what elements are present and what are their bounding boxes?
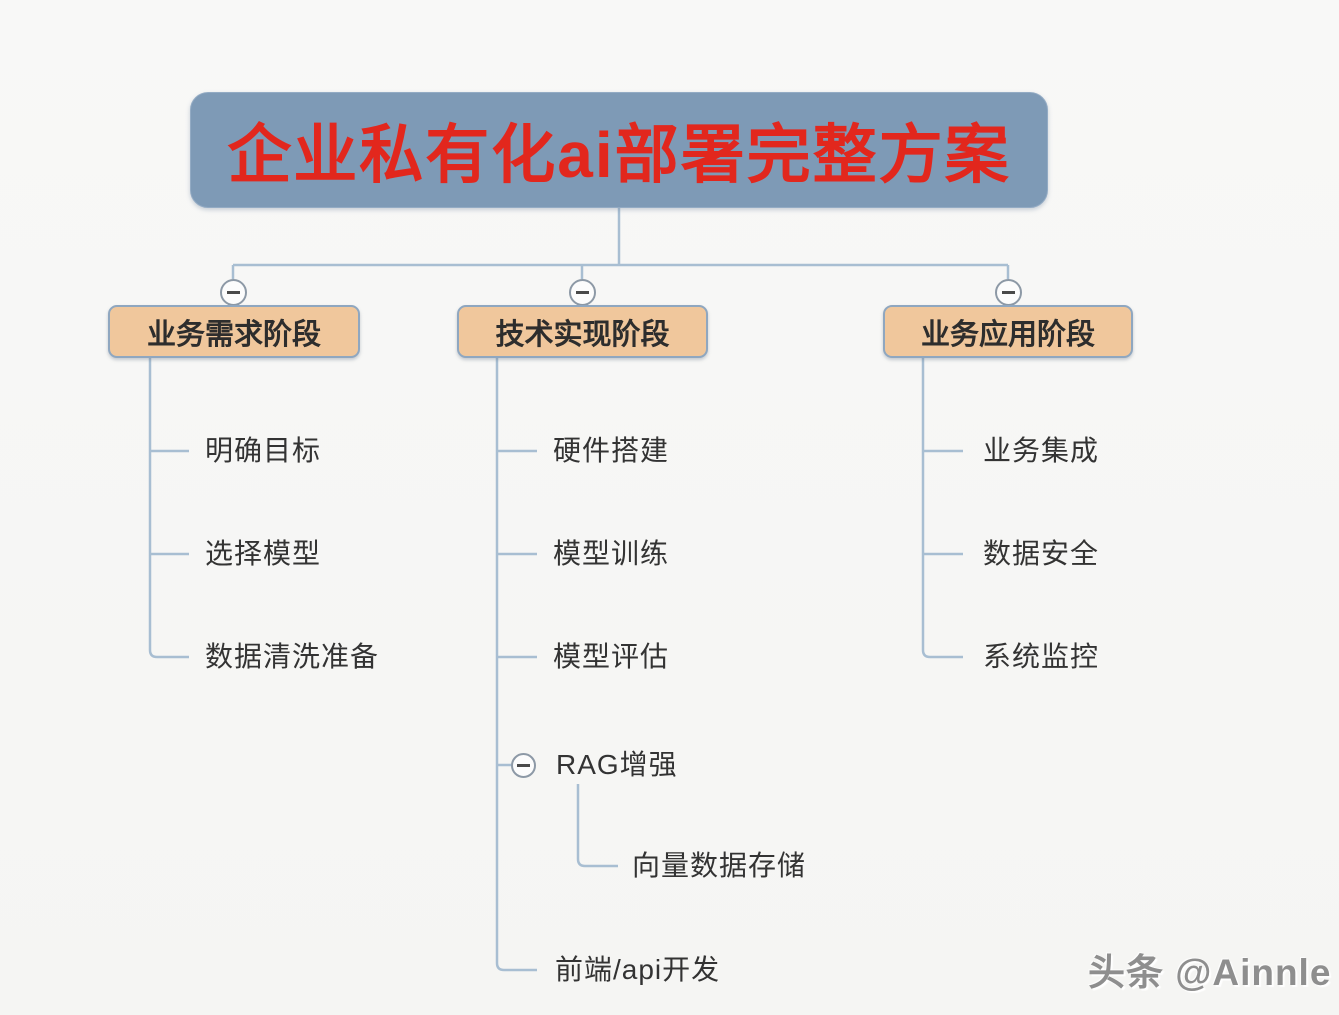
leaf-node[interactable]: 业务集成 <box>983 435 1100 466</box>
branch-node-application[interactable]: 业务应用阶段 <box>883 305 1133 358</box>
leaf-node[interactable]: 选择模型 <box>205 538 322 569</box>
leaf-node[interactable]: 向量数据存储 <box>632 850 807 881</box>
branch-label: 业务需求阶段 <box>146 318 321 351</box>
connector-branch2-trunk <box>495 358 537 972</box>
leaf-node[interactable]: 前端/api开发 <box>555 954 721 985</box>
collapse-toggle-branch3[interactable] <box>995 279 1022 306</box>
branch-node-requirements[interactable]: 业务需求阶段 <box>108 305 360 358</box>
leaf-node[interactable]: 数据安全 <box>983 538 1100 569</box>
minus-icon <box>227 291 240 294</box>
root-topic[interactable]: 企业私有化ai部署完整方案 <box>190 92 1048 208</box>
connector-branch1-trunk <box>148 358 189 659</box>
connector-rag-subtrunk <box>576 784 618 868</box>
branch-label: 业务应用阶段 <box>920 318 1095 351</box>
root-topic-label: 企业私有化ai部署完整方案 <box>227 119 1011 191</box>
branch-label: 技术实现阶段 <box>495 318 670 351</box>
minus-icon <box>1002 291 1015 294</box>
watermark: 头条 @Ainnle <box>1088 952 1332 993</box>
minus-icon <box>517 764 530 767</box>
leaf-node[interactable]: 数据清洗准备 <box>205 641 380 672</box>
collapse-toggle-branch2[interactable] <box>569 279 596 306</box>
collapse-toggle-branch1[interactable] <box>220 279 247 306</box>
leaf-node[interactable]: 系统监控 <box>983 641 1100 672</box>
branch-node-implementation[interactable]: 技术实现阶段 <box>457 305 708 358</box>
minus-icon <box>576 291 589 294</box>
collapse-toggle-rag[interactable] <box>511 753 536 778</box>
leaf-node[interactable]: 模型评估 <box>553 641 670 672</box>
leaf-node[interactable]: 硬件搭建 <box>553 435 670 466</box>
leaf-node-rag[interactable]: RAG增强 <box>556 749 678 780</box>
leaf-node[interactable]: 模型训练 <box>553 538 670 569</box>
connector-branch3-trunk <box>921 358 963 659</box>
leaf-node[interactable]: 明确目标 <box>205 435 322 466</box>
